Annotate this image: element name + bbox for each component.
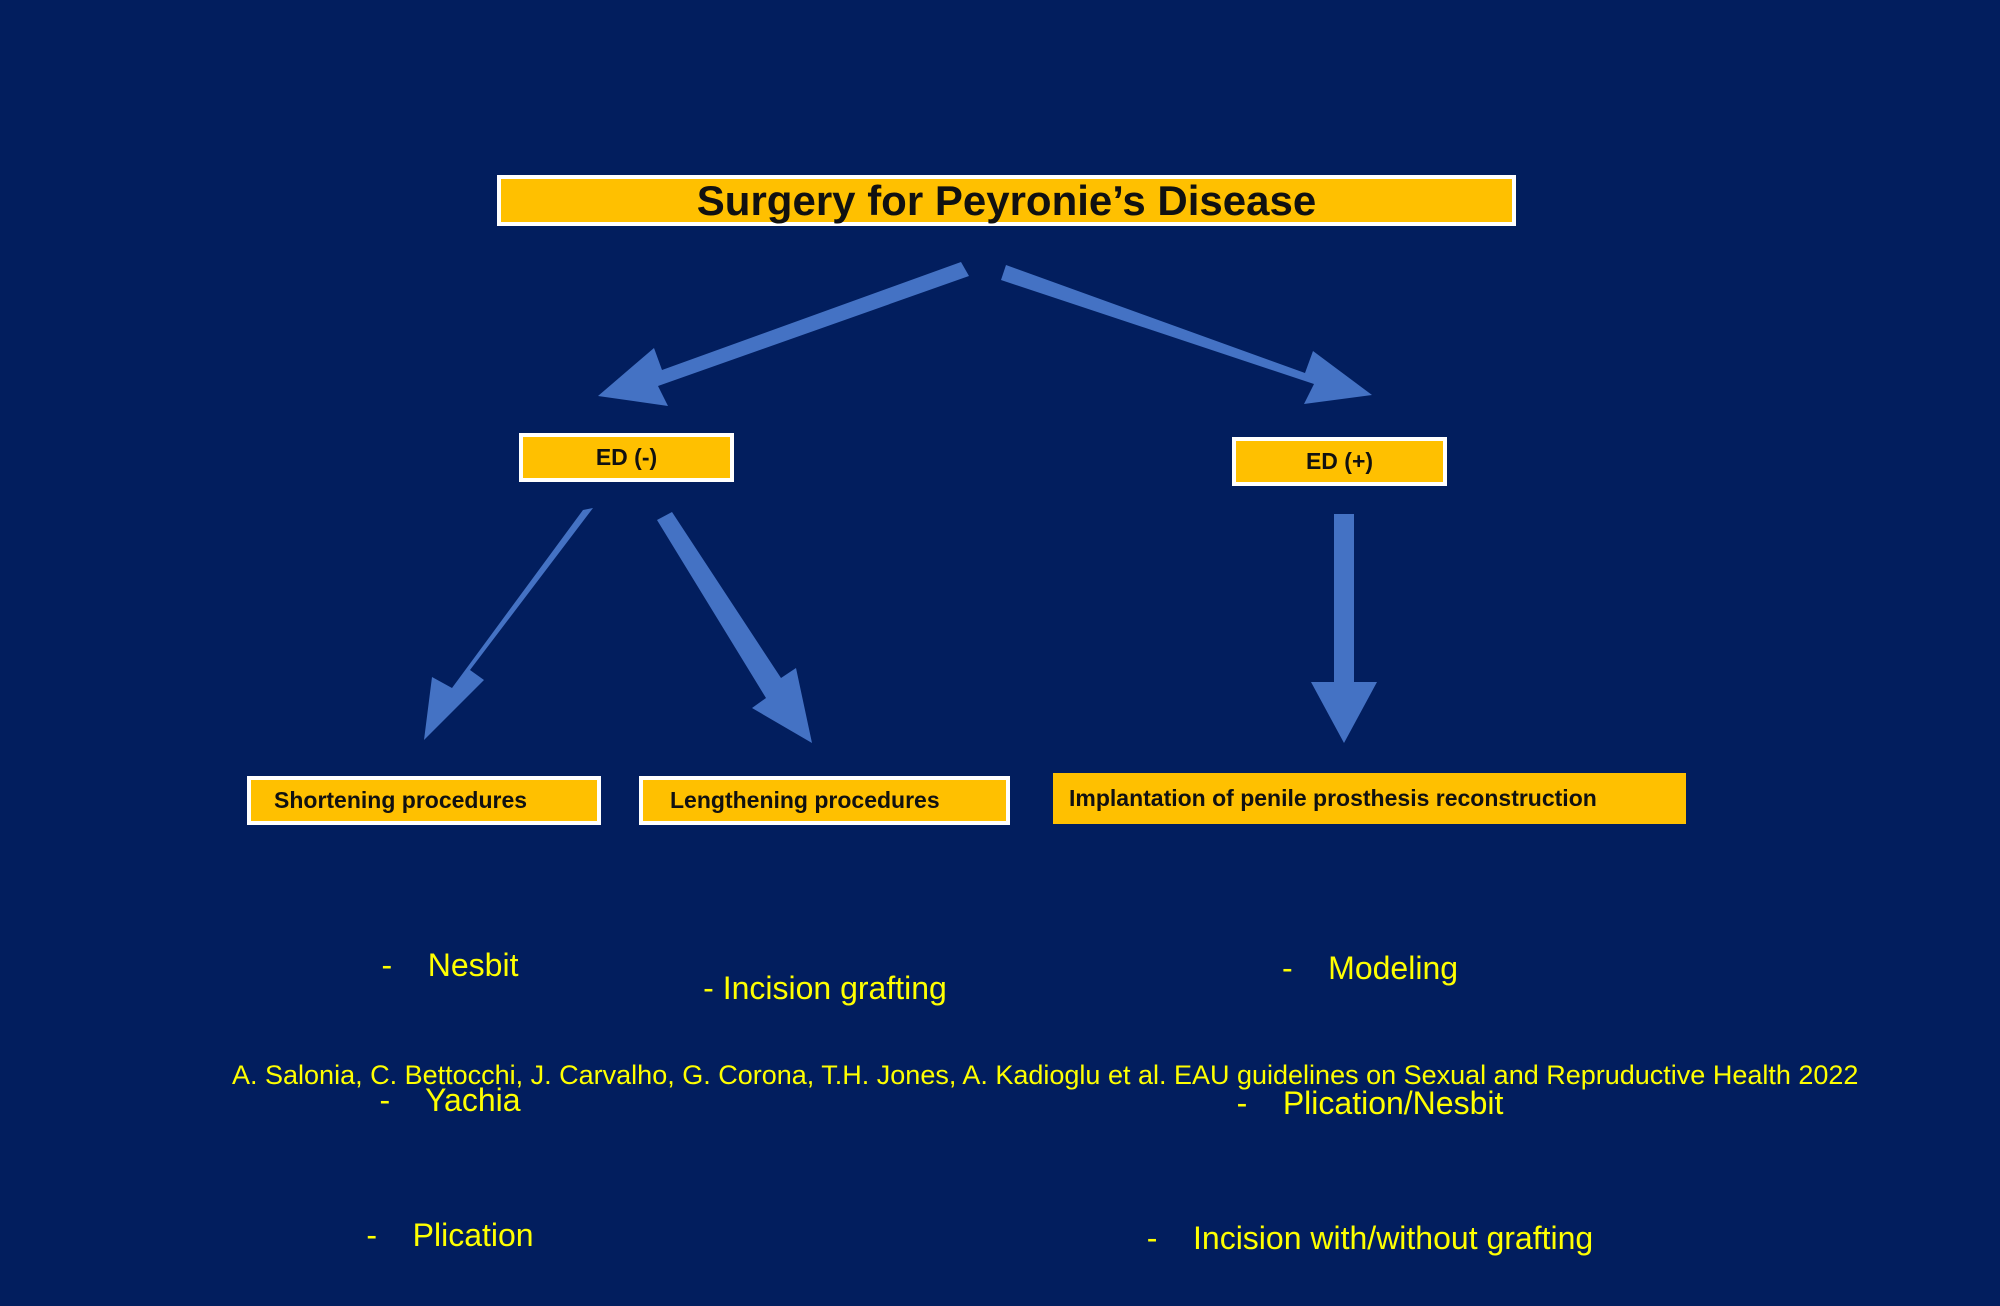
- list-item: - Incision grafting: [703, 970, 947, 1006]
- citation: A. Salonia, C. Bettocchi, J. Carvalho, G…: [232, 1060, 1859, 1090]
- ed-negative-label: ED (-): [595, 444, 658, 470]
- arrow-ed-negative-to-shortening: [424, 508, 593, 740]
- arrow-ed-positive-to-implantation: [1311, 514, 1377, 743]
- shortening-procedures-label: Shortening procedures: [274, 787, 528, 813]
- implantation-label: Implantation of penile prosthesis recons…: [1069, 785, 1597, 811]
- list-item: - Yachia: [379, 1082, 521, 1118]
- flow-arrows: [424, 262, 1377, 743]
- list-item: - Plication/Nesbit: [1236, 1085, 1504, 1121]
- list-item: - Nesbit: [381, 947, 519, 983]
- lengthening-procedures-label: Lengthening procedures: [670, 787, 940, 813]
- page-title: Surgery for Peyronie’s Disease: [696, 176, 1317, 224]
- ed-negative-box: ED (-): [519, 433, 734, 482]
- lengthening-list: - Incision grafting: [680, 876, 970, 1056]
- arrow-title-to-ed-positive: [1001, 265, 1372, 404]
- lengthening-procedures-box: Lengthening procedures: [639, 776, 1010, 825]
- title-box: Surgery for Peyronie’s Disease: [497, 175, 1516, 226]
- implantation-box: Implantation of penile prosthesis recons…: [1053, 773, 1686, 824]
- shortening-procedures-box: Shortening procedures: [247, 776, 601, 825]
- list-item: - Modeling: [1281, 950, 1459, 986]
- ed-positive-label: ED (+): [1305, 448, 1374, 474]
- list-item: - Plication: [366, 1217, 534, 1253]
- ed-positive-box: ED (+): [1232, 437, 1447, 486]
- list-item: - Incision with/without grafting: [1146, 1220, 1594, 1256]
- arrow-title-to-ed-negative: [598, 262, 969, 406]
- arrow-ed-negative-to-lengthening: [657, 512, 812, 743]
